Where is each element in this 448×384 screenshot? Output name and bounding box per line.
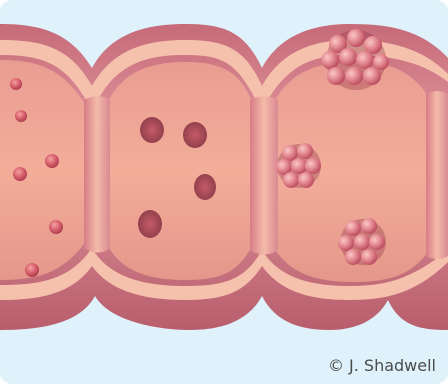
chamber-2 xyxy=(108,62,252,280)
image-credit: © J. Shadwell xyxy=(328,358,436,374)
cell-cluster-1 xyxy=(321,29,389,90)
septum-1 xyxy=(84,96,110,252)
chamber-1 xyxy=(0,60,84,280)
septum-3 xyxy=(426,91,448,259)
septum-2 xyxy=(250,96,278,254)
